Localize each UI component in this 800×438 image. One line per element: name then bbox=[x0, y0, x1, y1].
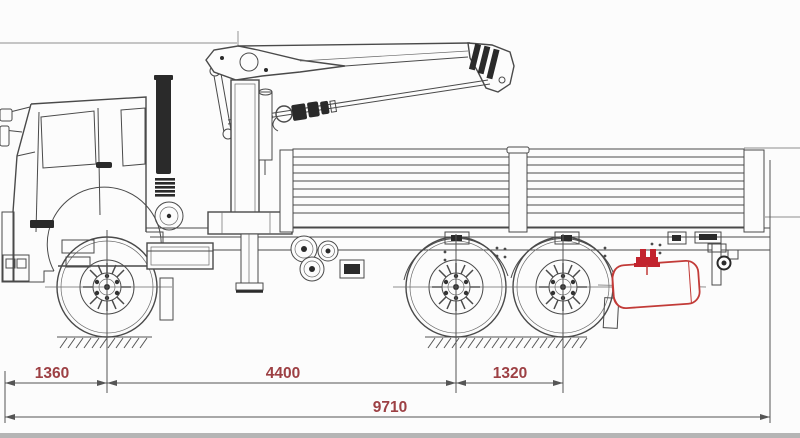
air-cleaner bbox=[154, 201, 184, 231]
cab-step bbox=[61, 239, 95, 254]
fuel-tank-highlight bbox=[597, 249, 707, 310]
ground-hatching bbox=[57, 336, 588, 349]
crane-boom bbox=[205, 42, 515, 140]
brand-badge bbox=[30, 220, 54, 228]
dimension-arrows bbox=[5, 380, 770, 420]
rear-mudguards bbox=[403, 237, 620, 329]
jib-cylinder bbox=[291, 100, 338, 121]
toolbox bbox=[146, 242, 214, 270]
dim-front-overhang-label: 1360 bbox=[35, 365, 69, 382]
front-bumper bbox=[1, 211, 15, 283]
exhaust-stack bbox=[154, 75, 175, 197]
door-handle bbox=[96, 162, 112, 168]
dimension-lines: 1360 4400 1320 9710 bbox=[4, 160, 771, 423]
tow-hitch bbox=[707, 242, 739, 286]
air-tanks bbox=[290, 235, 365, 282]
fuel-filler-cap bbox=[634, 249, 660, 275]
taillight-panel bbox=[699, 234, 717, 240]
crane-column bbox=[207, 79, 293, 235]
bed-rear-post bbox=[743, 149, 765, 233]
outrigger-leg bbox=[235, 233, 264, 293]
dim-overall-length-label: 9710 bbox=[373, 399, 407, 416]
dim-tandem-spacing-label: 1320 bbox=[493, 365, 527, 382]
rear-wheel-2 bbox=[393, 236, 628, 338]
mirror bbox=[0, 106, 31, 147]
headlight-box bbox=[2, 254, 30, 282]
cargo-bed bbox=[279, 146, 765, 245]
bottom-edge-strip bbox=[0, 433, 800, 438]
bed-middle-post bbox=[508, 152, 528, 233]
top-reference-line bbox=[0, 31, 239, 128]
dim-wheelbase-label: 4400 bbox=[266, 365, 300, 382]
bed-middle-post-cap bbox=[506, 146, 530, 154]
